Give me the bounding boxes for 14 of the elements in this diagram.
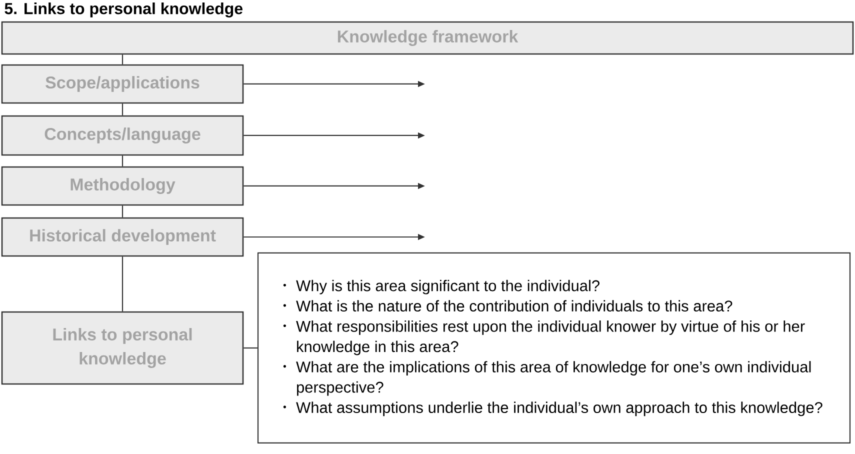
connector-line <box>122 256 124 312</box>
process-box: Links to personal knowledge <box>1 311 244 385</box>
process-box: Concepts/language <box>1 115 244 156</box>
connector-line <box>122 54 124 64</box>
process-box: Scope/applications <box>1 64 244 104</box>
process-box: Methodology <box>1 166 244 206</box>
title: 5. Links to personal knowledge <box>4 2 243 18</box>
connector-line <box>122 206 124 218</box>
question-list-box: Why is this area significant to the individual? What is the nature of the contribution of individuals to this area? What responsibilities rest upon the individual knower by virtue of his or her knowledge in this area? What are the implications of this area of knowledge for one’s own individual perspective? What assumptions underlie the individual’s own approach to this knowledge? <box>257 252 851 444</box>
connector-line <box>122 156 124 166</box>
connector-line <box>244 347 258 349</box>
connector-line <box>122 104 124 116</box>
framework-box: Knowledge framework <box>1 21 854 55</box>
process-box: Historical development <box>1 217 244 257</box>
